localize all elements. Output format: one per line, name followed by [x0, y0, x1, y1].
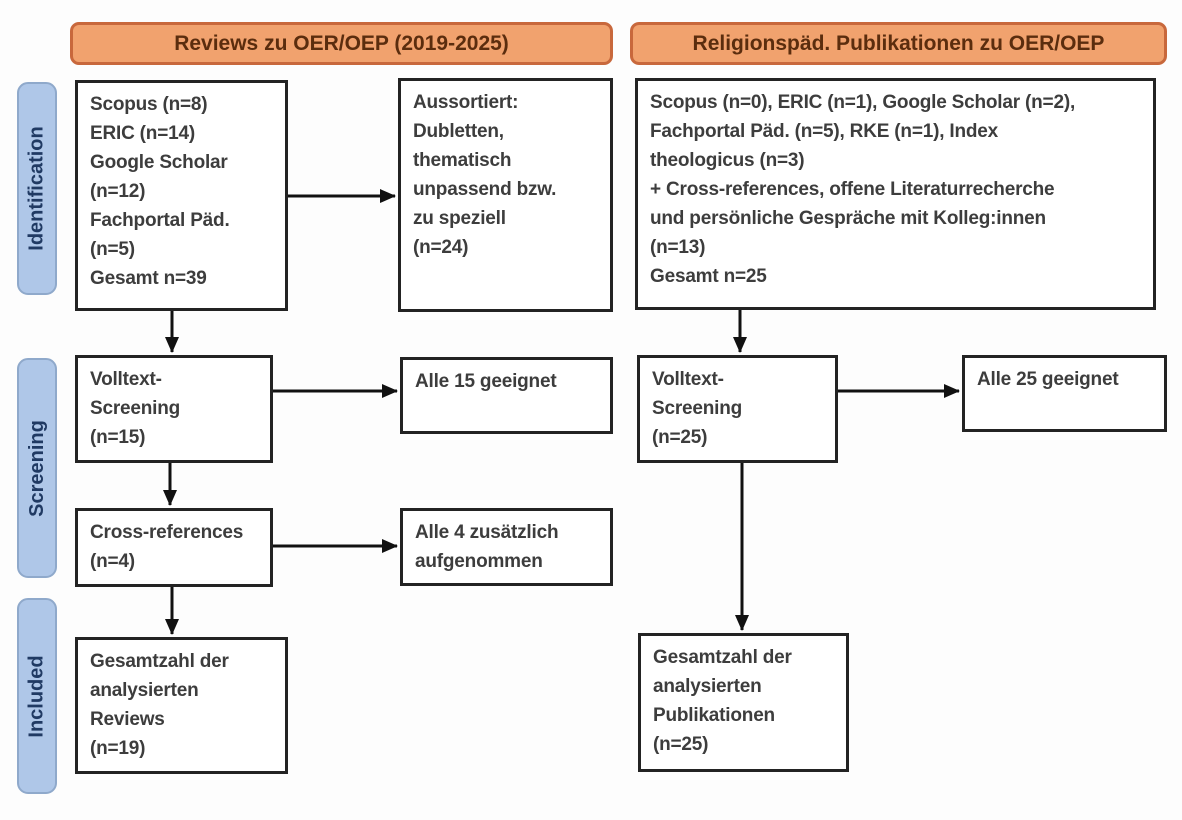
- header-religionspaed-label: Religionspäd. Publikationen zu OER/OEP: [692, 31, 1105, 55]
- stage-included: Included: [17, 598, 57, 794]
- box-left-excluded: Aussortiert: Dubletten, thematisch unpas…: [398, 78, 613, 312]
- box-right-total: Gesamtzahl der analysierten Publikatione…: [638, 633, 849, 772]
- box-left-added: Alle 4 zusätzlich aufgenommen: [400, 508, 613, 586]
- stage-identification: Identification: [17, 82, 57, 295]
- stage-included-label: Included: [25, 654, 48, 738]
- header-reviews-label: Reviews zu OER/OEP (2019-2025): [174, 31, 509, 55]
- box-left-cross-references: Cross-references (n=4): [75, 508, 273, 587]
- header-reviews-column: Reviews zu OER/OEP (2019-2025): [70, 22, 613, 65]
- stage-screening-label: Screening: [25, 419, 48, 517]
- stage-identification-label: Identification: [25, 126, 48, 251]
- stage-screening: Screening: [17, 358, 57, 578]
- box-left-total: Gesamtzahl der analysierten Reviews (n=1…: [75, 637, 288, 774]
- header-religionspaed-column: Religionspäd. Publikationen zu OER/OEP: [630, 22, 1167, 65]
- box-right-sources: Scopus (n=0), ERIC (n=1), Google Scholar…: [635, 78, 1156, 310]
- box-left-eligible: Alle 15 geeignet: [400, 357, 613, 434]
- box-left-sources: Scopus (n=8) ERIC (n=14) Google Scholar …: [75, 80, 288, 311]
- box-left-fulltext-screening: Volltext- Screening (n=15): [75, 355, 273, 463]
- box-right-fulltext-screening: Volltext- Screening (n=25): [637, 355, 838, 463]
- box-right-eligible: Alle 25 geeignet: [962, 355, 1167, 432]
